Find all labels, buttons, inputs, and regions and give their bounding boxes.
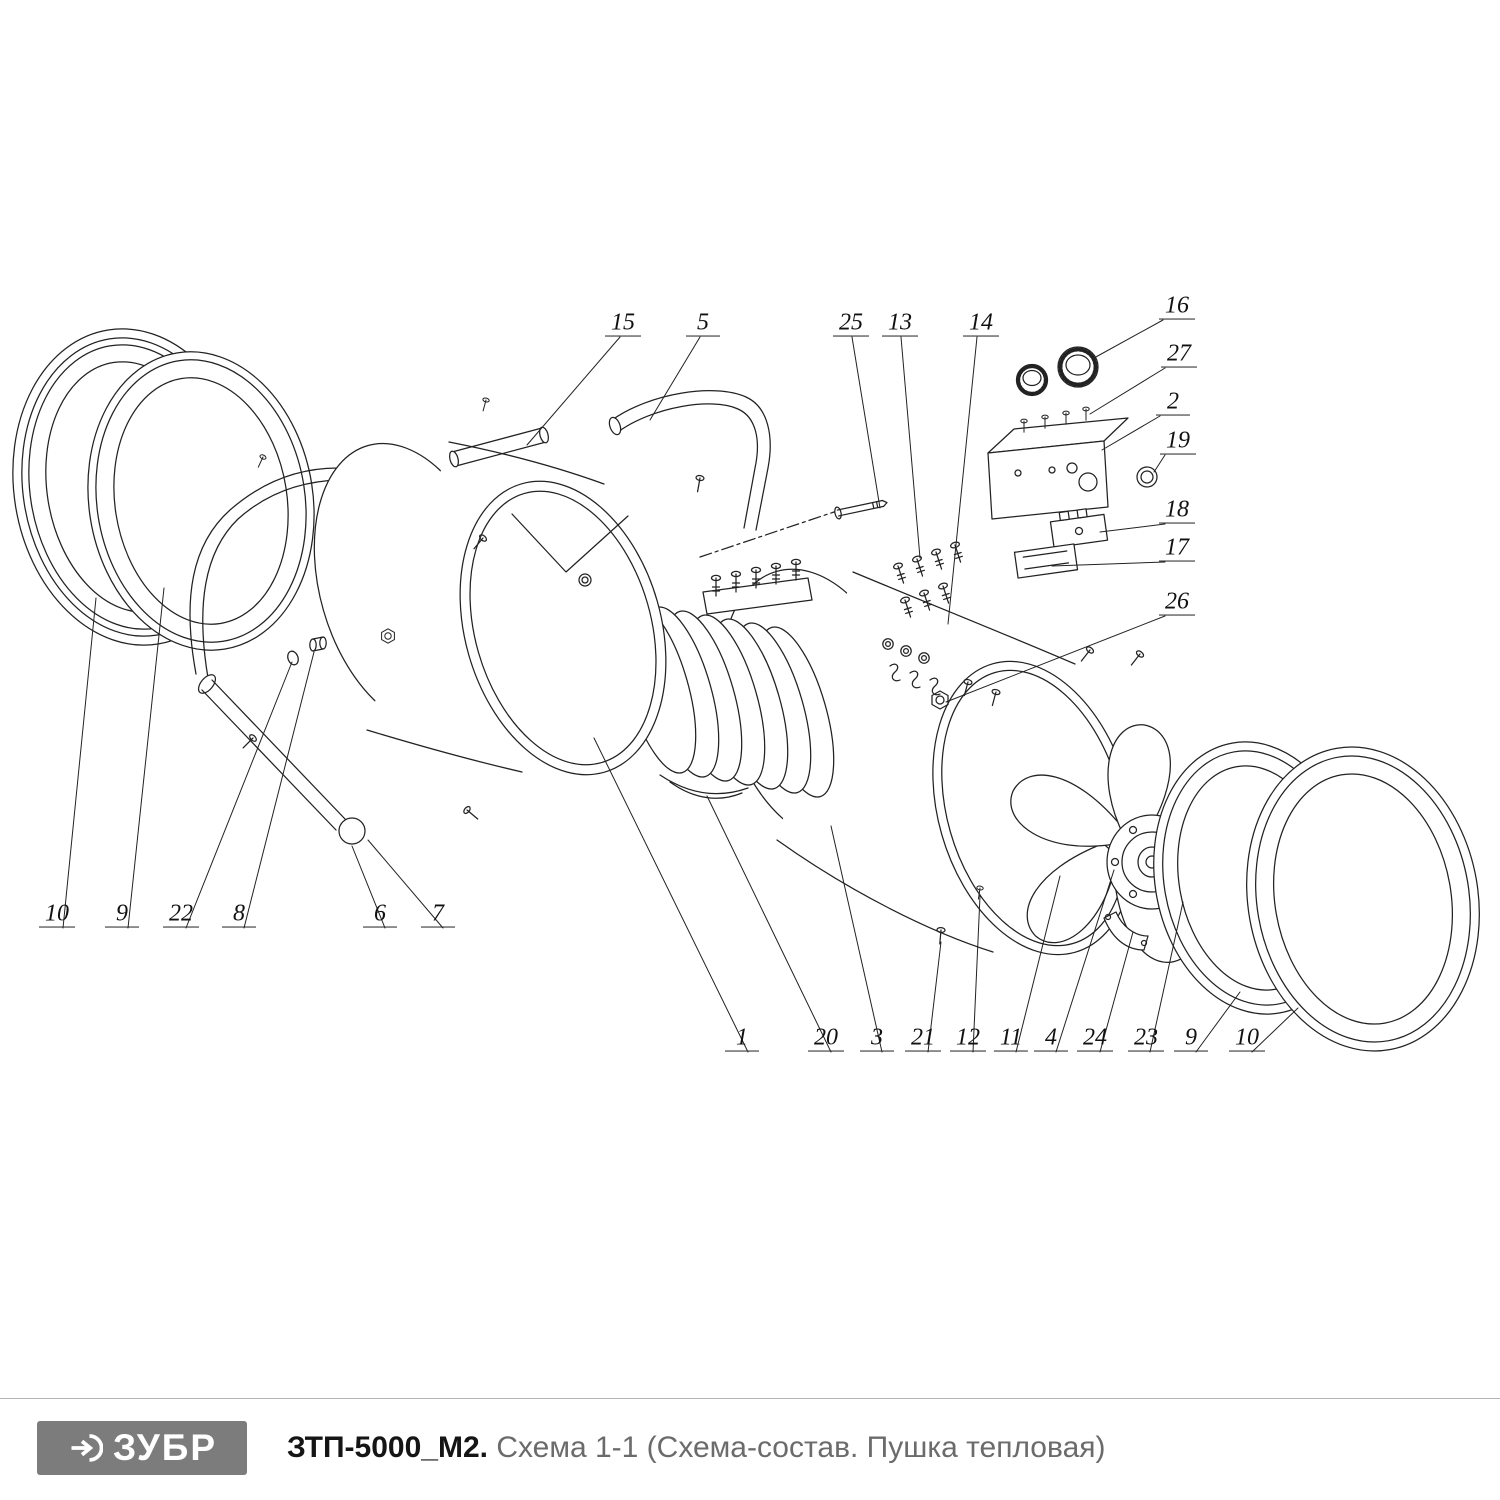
part-heating-element [619, 558, 835, 799]
part-main-housing [313, 441, 667, 776]
part-tube-segment [448, 426, 550, 468]
scheme-subtitle: Схема 1-1 (Схема-состав. Пушка тепловая) [496, 1431, 1106, 1464]
brand-logo: ЗУБР [37, 1421, 247, 1475]
part-thermostat [1049, 508, 1109, 549]
drawing-title: ЗТП-5000_М2. Схема 1-1 (Схема-состав. Пу… [287, 1431, 1106, 1465]
footer: ЗУБР ЗТП-5000_М2. Схема 1-1 (Схема-соста… [37, 1421, 1106, 1475]
brand-arrow-icon [71, 1434, 103, 1462]
part-motor-bracket [1103, 911, 1149, 951]
part-ring-inner-left [87, 351, 315, 651]
part-handle-ball [338, 817, 366, 845]
part-knob-small [1015, 363, 1049, 397]
fastener-cluster [239, 396, 1146, 945]
long-bolt [834, 499, 888, 520]
footer-divider [0, 1398, 1500, 1399]
brand-name: ЗУБР [112, 1427, 218, 1468]
part-handle-frame [189, 467, 366, 845]
part-top-handle-tube [608, 390, 771, 531]
part-knob-large [1057, 346, 1099, 388]
part-relay [1013, 543, 1079, 579]
part-terminal-plate [702, 577, 813, 615]
model-name: ЗТП-5000_М2. [287, 1431, 488, 1464]
leader-lines [62, 319, 1299, 1053]
part-ring-outer-right [1246, 746, 1480, 1052]
housing-notch [511, 513, 629, 573]
part-grommet [1136, 466, 1158, 488]
part-control-box [987, 417, 1129, 520]
